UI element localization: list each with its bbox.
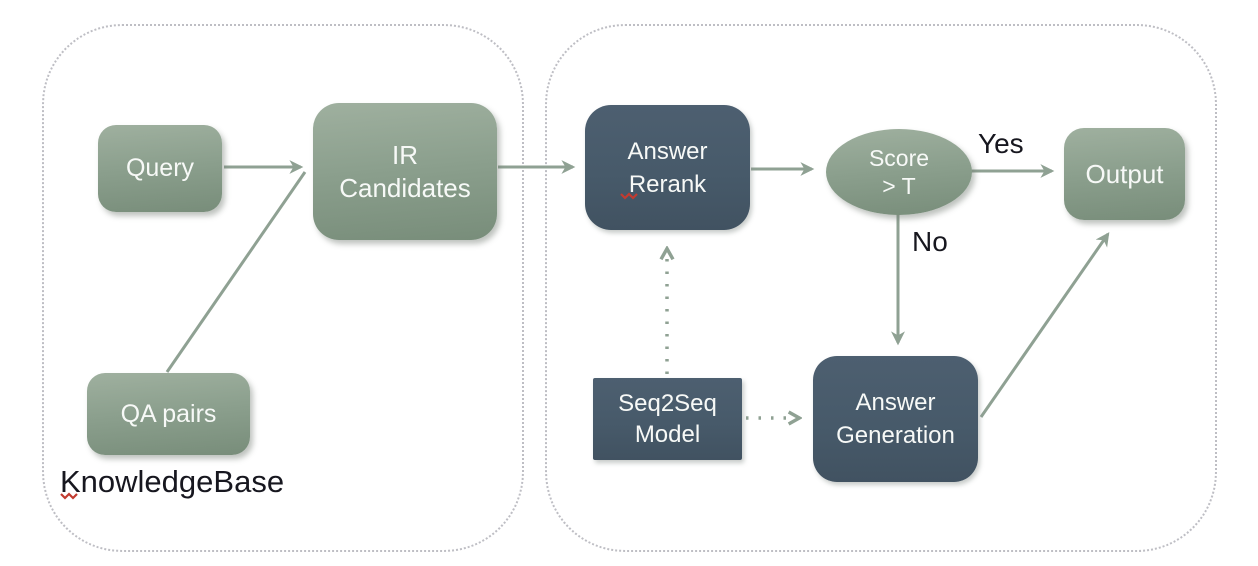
node-answer-rerank-line1: Answer xyxy=(627,137,708,165)
node-score-threshold-line1: Score xyxy=(868,145,930,171)
knowledge-base-group-frame xyxy=(42,24,524,552)
node-qa-pairs: QA pairs xyxy=(87,373,250,455)
node-seq2seq-model-line2: Model xyxy=(634,421,701,448)
pipeline-group-frame xyxy=(545,24,1217,552)
node-score-threshold: Score > T xyxy=(826,129,972,215)
node-answer-generation: Answer Generation xyxy=(813,356,978,482)
node-ir-candidates-line2: Candidates xyxy=(339,172,471,203)
node-answer-generation-line1: Answer xyxy=(855,389,936,416)
node-ir-candidates-line1: IR xyxy=(392,139,418,170)
node-answer-rerank: Answer Rerank xyxy=(585,105,750,230)
node-query: Query xyxy=(98,125,222,212)
node-output: Output xyxy=(1064,128,1185,220)
edge-label-yes: Yes xyxy=(978,128,1024,159)
node-output-label: Output xyxy=(1085,158,1164,189)
node-answer-generation-line2: Generation xyxy=(836,422,955,449)
node-score-threshold-line2: > T xyxy=(882,173,916,199)
node-seq2seq-model-line1: Seq2Seq xyxy=(618,390,717,417)
node-answer-rerank-line2: Rerank xyxy=(628,170,707,198)
spellcheck-squiggle-rerank-icon xyxy=(620,192,638,200)
spellcheck-squiggle-knowledgebase-icon xyxy=(60,492,78,500)
node-ir-candidates: IR Candidates xyxy=(313,103,497,240)
node-query-label: Query xyxy=(125,154,195,182)
node-qa-pairs-label: QA pairs xyxy=(120,399,217,428)
knowledge-base-caption: KnowledgeBase xyxy=(60,464,285,499)
edge-label-no: No xyxy=(912,226,948,257)
node-seq2seq-model: Seq2Seq Model xyxy=(593,378,742,460)
